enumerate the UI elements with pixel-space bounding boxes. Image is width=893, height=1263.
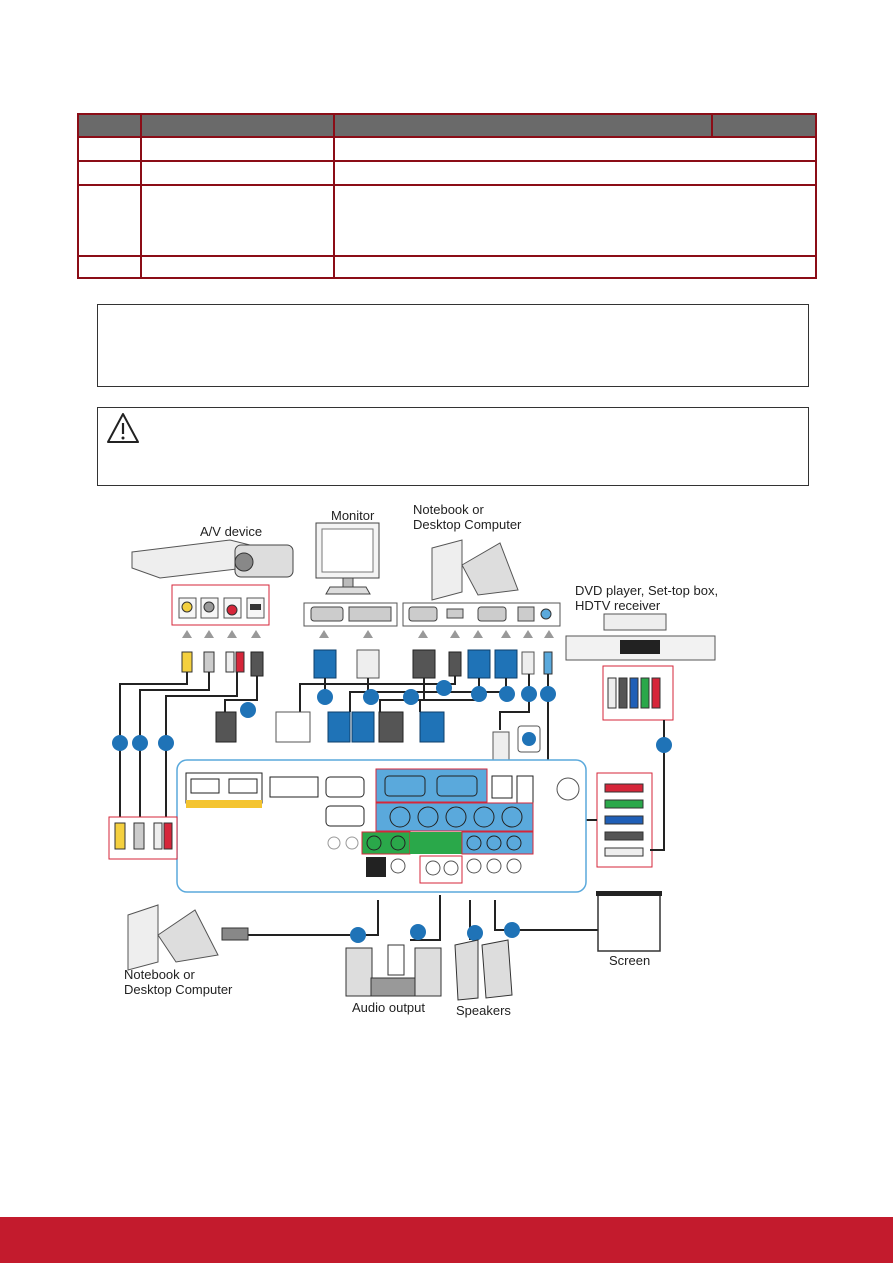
speakers-icon <box>454 939 513 1001</box>
projector-side-plugs <box>215 711 541 761</box>
label-av-device: A/V device <box>200 524 263 539</box>
table-row <box>79 136 815 160</box>
table-cell <box>140 257 333 277</box>
projector-rear-panel <box>176 759 587 893</box>
table-cell <box>140 162 333 184</box>
audio-output-icon <box>345 944 442 997</box>
table-cell <box>333 138 815 160</box>
table-cell <box>79 257 140 277</box>
table-row <box>79 184 815 255</box>
table-row <box>79 255 815 277</box>
table-cell <box>333 257 815 277</box>
spec-table <box>77 113 817 279</box>
table-cell <box>79 186 140 255</box>
table-row <box>79 160 815 184</box>
table-header-cell <box>333 115 711 136</box>
computer-ports <box>402 602 561 627</box>
footer-bar <box>0 1217 893 1263</box>
monitor-ports <box>303 602 398 627</box>
connection-diagram <box>108 522 716 1001</box>
warning-box <box>97 407 809 486</box>
table-cell <box>140 186 333 255</box>
table-header-cell <box>711 115 815 136</box>
arrow-up-icons <box>182 630 554 638</box>
composite-cable-left <box>108 816 178 860</box>
label-audio-output: Audio output <box>352 1000 426 1015</box>
warning-triangle-icon <box>107 413 139 443</box>
table-cell <box>333 186 815 255</box>
dvd-player-icon <box>565 613 716 661</box>
cable-plugs <box>181 649 553 679</box>
table-header-cell <box>140 115 333 136</box>
warning-text <box>98 408 808 424</box>
table-header-cell <box>79 115 140 136</box>
table-header-row <box>79 115 815 136</box>
label-notebook-bottom: Notebook or Desktop Computer <box>124 967 233 997</box>
number-markers <box>112 680 672 943</box>
projection-screen-icon <box>596 891 662 952</box>
note-text <box>98 305 808 321</box>
table-cell <box>79 138 140 160</box>
label-speakers: Speakers <box>456 1003 511 1018</box>
table-cell <box>140 138 333 160</box>
table-cell <box>79 162 140 184</box>
label-dvd-player: DVD player, Set-top box, HDTV receiver <box>575 583 719 613</box>
component-cable-right <box>596 772 653 868</box>
note-box <box>97 304 809 387</box>
label-notebook-top: Notebook or Desktop Computer <box>413 502 522 532</box>
table-cell <box>333 162 815 184</box>
av-device-icon <box>131 539 294 579</box>
av-device-ports <box>171 584 270 626</box>
component-cable <box>602 665 674 721</box>
label-monitor: Monitor <box>331 508 375 523</box>
label-screen: Screen <box>609 953 651 968</box>
desktop-computer-icon <box>431 539 519 601</box>
notebook-bottom-icon <box>127 904 249 971</box>
monitor-icon <box>315 522 380 595</box>
